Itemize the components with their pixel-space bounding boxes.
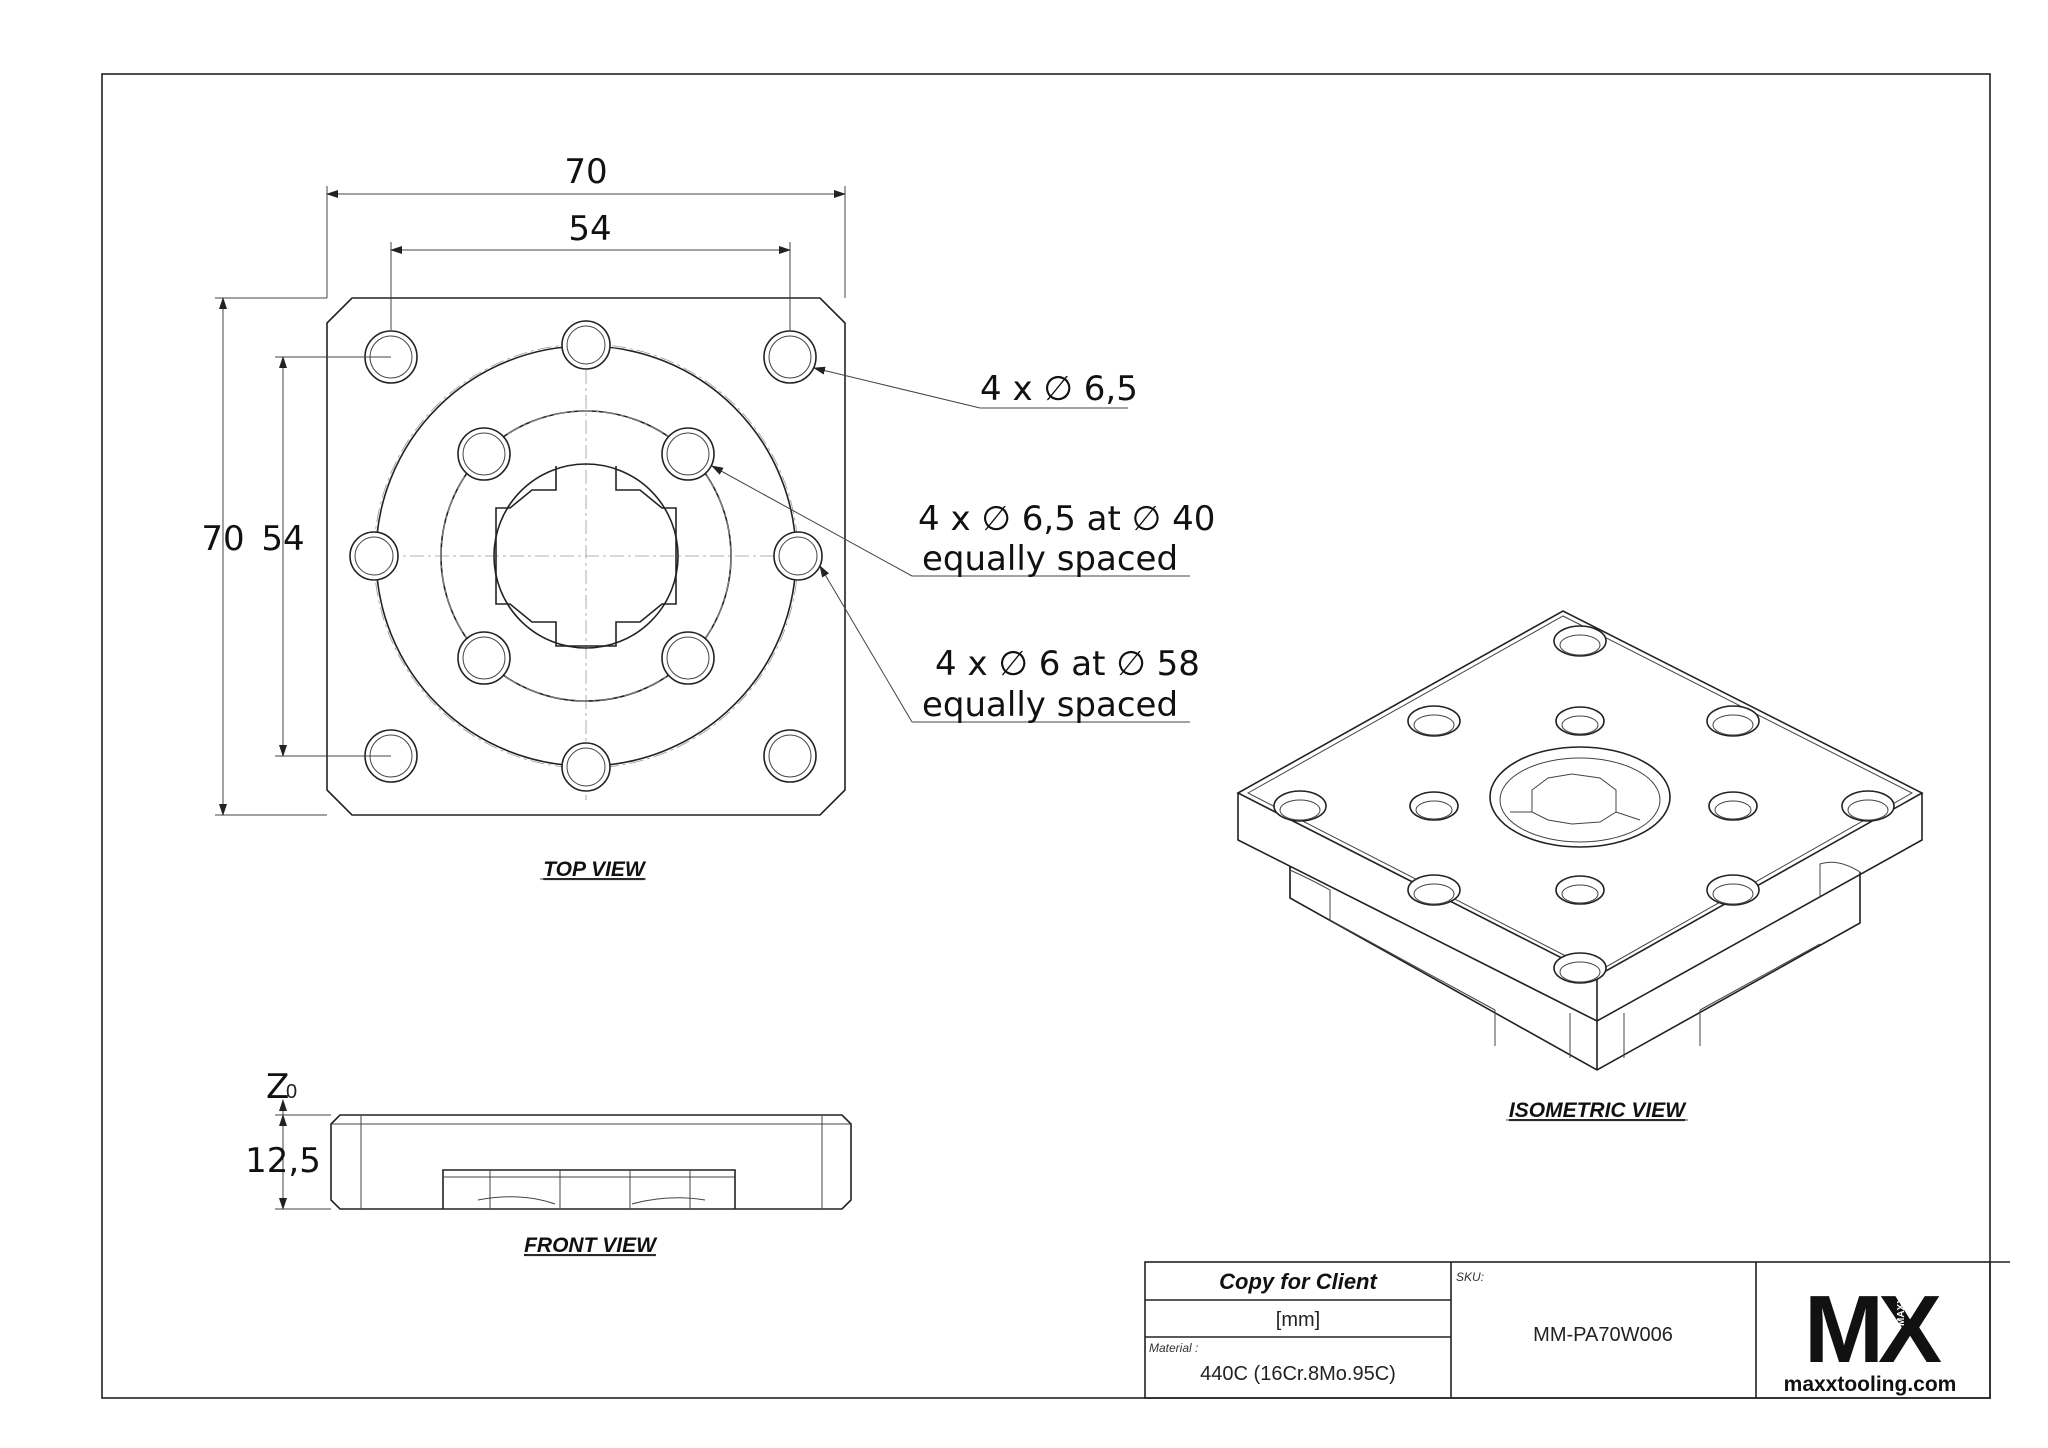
sku-value: MM-PA70W006 bbox=[1533, 1324, 1673, 1346]
note-mid-holes-1: 4 x ∅ 6 at ∅ 58 bbox=[935, 644, 1200, 684]
front-view: 12,5 Z 0 FRONT VIEW bbox=[245, 1067, 852, 1257]
dim-height-outer: 70 bbox=[201, 519, 244, 559]
dim-width-outer: 70 bbox=[564, 152, 607, 192]
material-label: Material : bbox=[1149, 1341, 1198, 1355]
label-top-view: TOP VIEW bbox=[543, 858, 647, 881]
units: [mm] bbox=[1276, 1309, 1320, 1331]
top-view: 70 54 70 54 4 x ∅ 6,5 4 x ∅ 6,5 at ∅ 40 … bbox=[201, 152, 1215, 881]
iso-center-bore bbox=[1489, 746, 1671, 848]
note-corner-holes: 4 x ∅ 6,5 bbox=[980, 369, 1138, 409]
z-reference: Z bbox=[266, 1067, 289, 1107]
iso-side-faces bbox=[1237, 793, 1923, 1022]
note-inner-holes-2: equally spaced bbox=[922, 539, 1178, 579]
drawing-border bbox=[101, 73, 1991, 1399]
corner-holes bbox=[364, 330, 817, 783]
front-outline bbox=[330, 1114, 852, 1210]
logo-mark: MX bbox=[1804, 1276, 1942, 1383]
material-value: 440C (16Cr.8Mo.95C) bbox=[1200, 1363, 1396, 1385]
label-isometric-view: ISOMETRIC VIEW bbox=[1509, 1099, 1687, 1122]
note-inner-holes-1: 4 x ∅ 6,5 at ∅ 40 bbox=[918, 499, 1215, 539]
iso-holes bbox=[1273, 625, 1895, 984]
note-mid-holes-2: equally spaced bbox=[922, 685, 1178, 725]
cross-pocket bbox=[495, 466, 677, 647]
logo-small-text: MAXX bbox=[1896, 1297, 1907, 1326]
copy-for-client: Copy for Client bbox=[1219, 1269, 1378, 1294]
z-reference-sub: 0 bbox=[286, 1081, 297, 1103]
isometric-view: ISOMETRIC VIEW bbox=[1236, 610, 1924, 1122]
iso-top-face bbox=[1236, 610, 1924, 977]
label-front-view: FRONT VIEW bbox=[524, 1234, 658, 1257]
title-block: Copy for Client [mm] Material : 440C (16… bbox=[1144, 1261, 2010, 1399]
maxx-logo: MX MAXX bbox=[1804, 1276, 1948, 1383]
mid-holes bbox=[349, 320, 823, 792]
plate-outline bbox=[326, 297, 846, 816]
center-bore bbox=[493, 463, 679, 649]
dim-width-inner: 54 bbox=[568, 209, 611, 249]
inner-holes bbox=[457, 427, 715, 685]
front-slot bbox=[442, 1169, 736, 1209]
dim-height-inner: 54 bbox=[261, 519, 304, 559]
sku-label: SKU: bbox=[1456, 1270, 1484, 1284]
website: maxxtooling.com bbox=[1784, 1373, 1957, 1396]
dim-thickness: 12,5 bbox=[245, 1141, 321, 1181]
